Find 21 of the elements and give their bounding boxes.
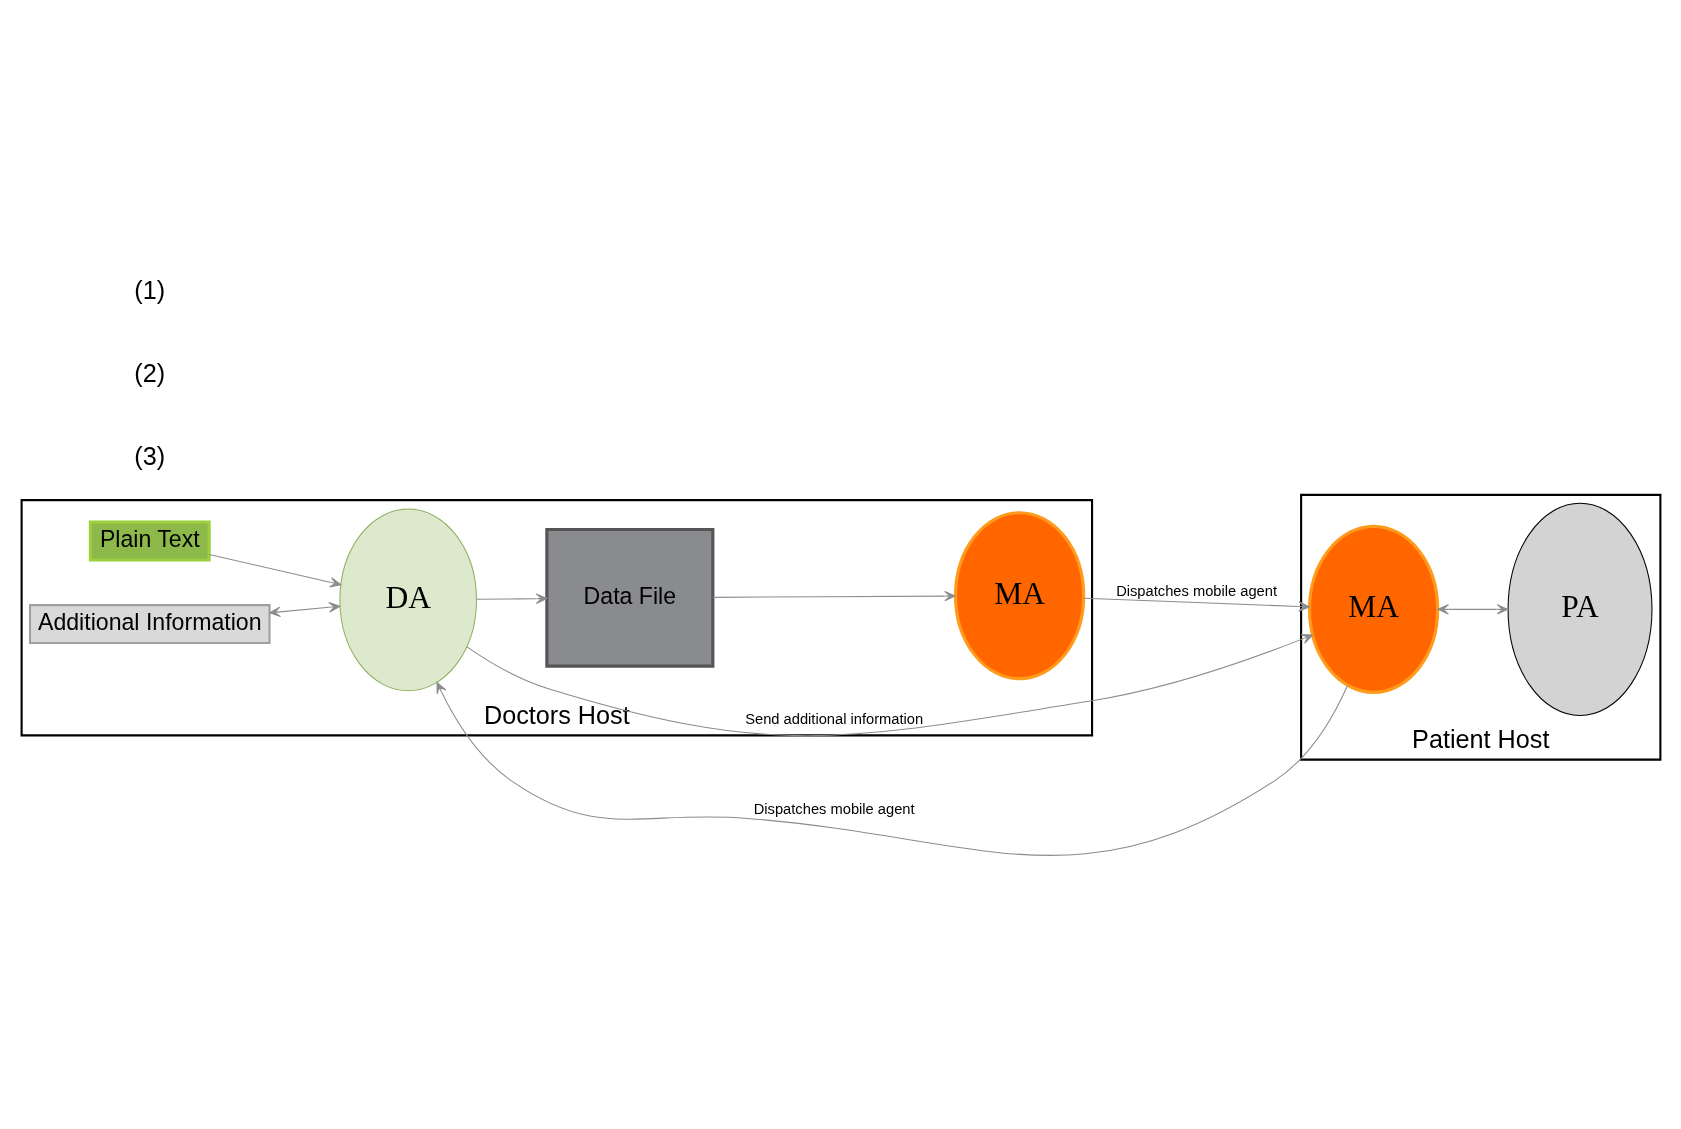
arrow bbox=[466, 633, 1313, 737]
arrow bbox=[475, 593, 547, 604]
label: (2) bbox=[133, 358, 165, 387]
node-ellipse: MA bbox=[953, 511, 1085, 681]
arrow bbox=[208, 553, 341, 588]
node-ellipse: PA bbox=[1507, 502, 1652, 716]
arrow bbox=[1082, 597, 1310, 612]
arrow bbox=[1436, 604, 1508, 615]
edge-label: Dispatches mobile agent bbox=[753, 801, 915, 818]
edge-label: Dispatches mobile agent bbox=[1115, 582, 1277, 599]
arrow bbox=[268, 602, 340, 618]
arrow bbox=[712, 590, 956, 602]
edge-label: Send additional information bbox=[744, 711, 923, 728]
node-box: Plain Text bbox=[88, 520, 211, 562]
node-ellipse: DA bbox=[338, 508, 477, 692]
node-box: Data File bbox=[544, 527, 714, 668]
node-box: Additional Information bbox=[28, 604, 271, 645]
arrow bbox=[435, 681, 1348, 856]
node-ellipse: MA bbox=[1307, 524, 1439, 694]
label: (1) bbox=[133, 275, 165, 304]
label: (3) bbox=[133, 441, 165, 470]
